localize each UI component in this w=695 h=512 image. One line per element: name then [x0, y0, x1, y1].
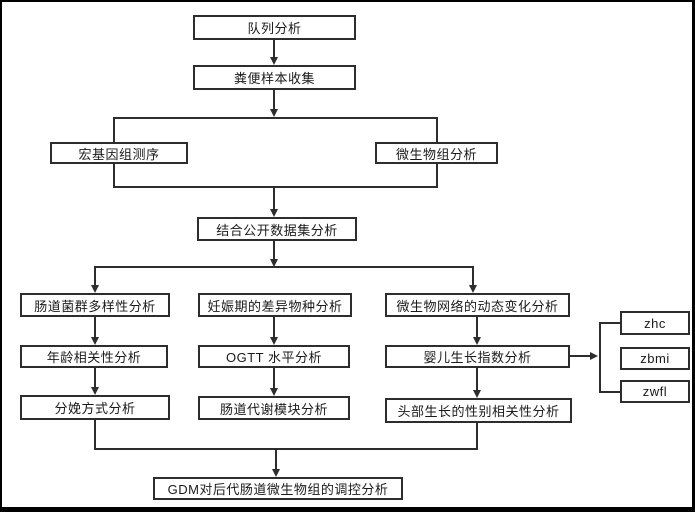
- arrow-down-icon: [270, 109, 278, 117]
- merge-line: [94, 448, 478, 450]
- connector-age-to-delivery: [94, 368, 96, 387]
- arrow-down-icon: [91, 337, 99, 345]
- arrow-down-icon: [270, 259, 278, 267]
- node-zwfl: zwfl: [620, 380, 690, 403]
- arrow-down-icon: [270, 337, 278, 345]
- connector-network-to-growth: [476, 317, 478, 337]
- node-pregnancy-differential-species: 妊娠期的差异物种分析: [198, 293, 352, 317]
- node-infant-growth-index: 婴儿生长指数分析: [385, 345, 570, 368]
- branch-line: [94, 266, 474, 268]
- bracket-stub-zhc: [599, 322, 620, 324]
- node-fecal-sample-collection: 粪便样本收集: [193, 65, 356, 90]
- connector-container-to-dataset: [273, 188, 275, 209]
- connector-branch-to-left-column: [94, 266, 96, 285]
- node-microbial-network-dynamics: 微生物网络的动态变化分析: [385, 293, 570, 317]
- arrow-down-icon: [270, 209, 278, 217]
- connector-growth-to-head: [476, 368, 478, 390]
- node-head-growth-sex-correlation: 头部生长的性别相关性分析: [385, 398, 572, 423]
- arrow-down-icon: [91, 387, 99, 395]
- node-gdm-regulation: GDM对后代肠道微生物组的调控分析: [153, 477, 403, 500]
- arrow-down-icon: [272, 469, 280, 477]
- connector-delivery-to-merge: [94, 420, 96, 450]
- arrow-down-icon: [270, 57, 278, 65]
- node-gut-metabolic-module: 肠道代谢模块分析: [198, 396, 350, 420]
- node-zhc: zhc: [620, 311, 690, 335]
- node-public-dataset-analysis: 结合公开数据集分析: [197, 217, 357, 241]
- connector-dataset-to-branch: [273, 240, 275, 259]
- connector-growth-to-zscores: [570, 355, 590, 357]
- connector-head-to-merge: [476, 423, 478, 450]
- arrow-right-icon: [590, 352, 598, 360]
- connector-diversity-to-age: [94, 317, 96, 337]
- node-age-correlation: 年龄相关性分析: [20, 345, 168, 368]
- node-metagenomic-sequencing: 宏基因组测序: [50, 142, 188, 164]
- arrow-down-icon: [469, 285, 477, 293]
- node-delivery-mode: 分娩方式分析: [20, 395, 170, 420]
- arrow-down-icon: [473, 337, 481, 345]
- node-zbmi: zbmi: [620, 347, 690, 370]
- node-microbiome-analysis: 微生物组分析: [375, 142, 498, 164]
- zscore-bracket-line: [599, 322, 601, 393]
- node-cohort-analysis: 队列分析: [193, 15, 356, 40]
- arrow-down-icon: [270, 388, 278, 396]
- node-gut-flora-diversity: 肠道菌群多样性分析: [20, 293, 170, 317]
- connector-ogtt-to-metabolic: [273, 368, 275, 388]
- arrow-down-icon: [473, 390, 481, 398]
- node-ogtt-level: OGTT 水平分析: [198, 345, 350, 368]
- connector-fecal-to-container: [273, 90, 275, 109]
- connector-cohort-to-fecal: [273, 40, 275, 58]
- connector-merge-to-gdm: [275, 448, 277, 469]
- bracket-stub-zwfl: [599, 391, 620, 393]
- connector-species-to-ogtt: [273, 317, 275, 337]
- arrow-down-icon: [91, 285, 99, 293]
- connector-branch-to-right-column: [472, 266, 474, 285]
